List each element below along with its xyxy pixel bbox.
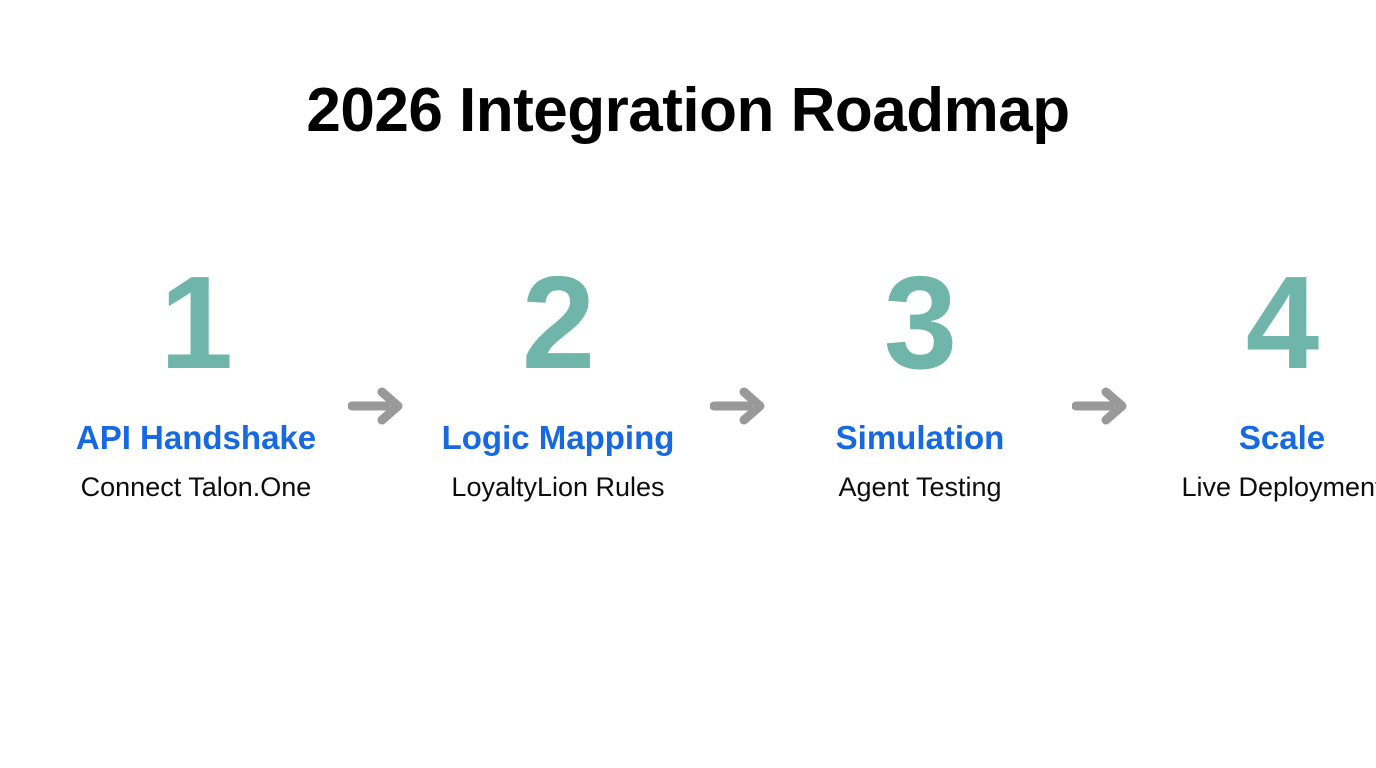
step-title-3: Simulation: [835, 419, 1005, 456]
roadmap-step-4: 4 Scale Live Deployment: [1132, 249, 1376, 503]
page-title: 2026 Integration Roadmap: [306, 76, 1070, 145]
step-number-1: 1: [159, 249, 233, 396]
arrow-right-icon: [346, 384, 408, 428]
step-caption-3: Agent Testing: [838, 472, 1002, 503]
arrow-right-icon: [1070, 384, 1132, 428]
roadmap-step-2: 2 Logic Mapping LoyaltyLion Rules: [408, 249, 708, 503]
step-caption-2: LoyaltyLion Rules: [451, 472, 665, 503]
roadmap-steps: 1 API Handshake Connect Talon.One 2 Logi…: [46, 249, 1376, 522]
step-number-2: 2: [521, 249, 595, 396]
roadmap-step-1: 1 API Handshake Connect Talon.One: [46, 249, 346, 503]
step-title-4: Scale: [1238, 419, 1326, 456]
step-caption-1: Connect Talon.One: [80, 472, 312, 503]
step-title-1: API Handshake: [75, 419, 317, 456]
roadmap-step-3: 3 Simulation Agent Testing: [770, 249, 1070, 503]
arrow-right-icon: [708, 384, 770, 428]
step-number-4: 4: [1245, 249, 1319, 396]
step-number-3: 3: [883, 249, 957, 396]
step-caption-4: Live Deployment: [1181, 472, 1376, 503]
step-title-2: Logic Mapping: [441, 419, 675, 456]
